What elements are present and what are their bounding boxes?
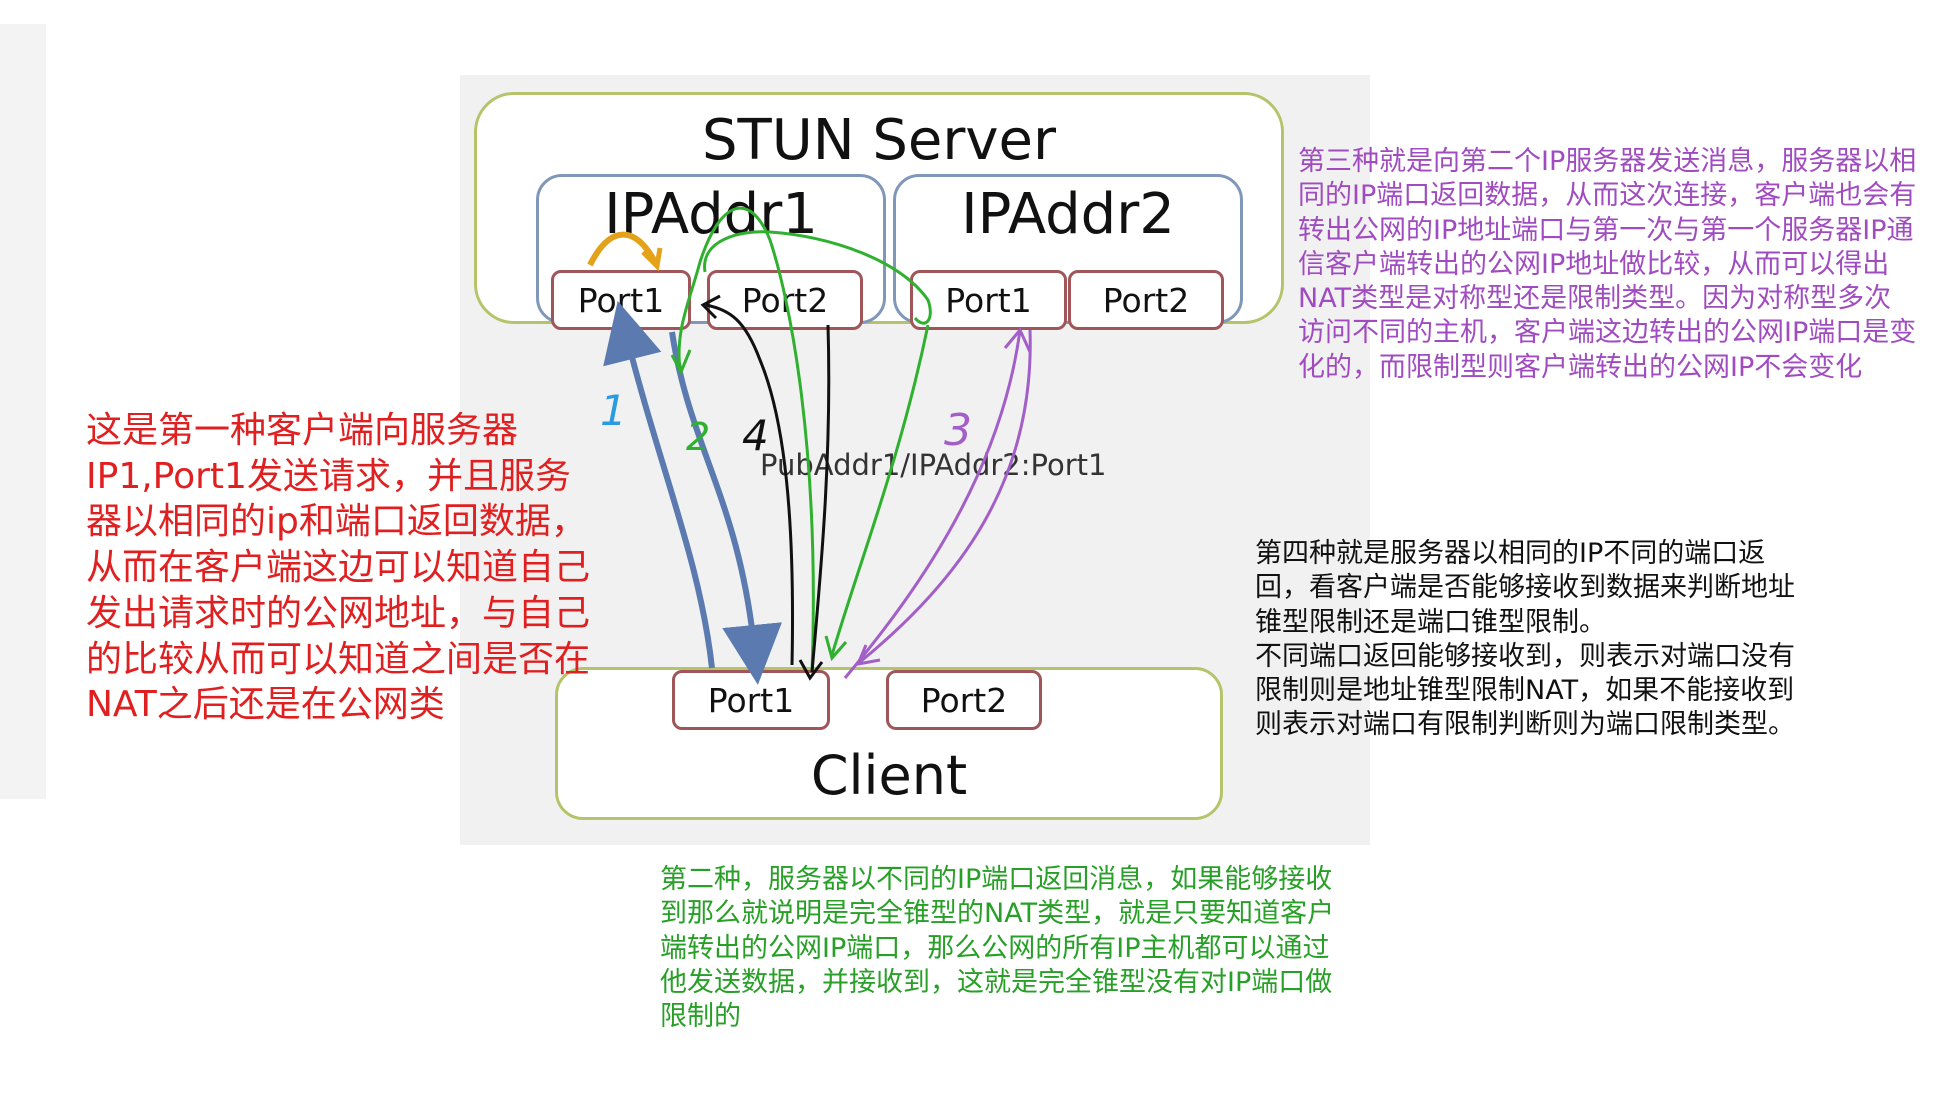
note-step1-red: 这是第一种客户端向服务器IP1,Port1发送请求，并且服务器以相同的ip和端口…	[86, 410, 591, 726]
step3-return-curve	[859, 329, 1032, 664]
step1-request-arrow	[603, 300, 715, 669]
ipaddr2-port1: Port1	[910, 270, 1067, 330]
left-edge-strip	[0, 24, 46, 799]
step-marker-3: 3	[944, 405, 972, 456]
step-marker-1: 1	[600, 386, 627, 435]
ipaddr2-title: IPAddr2	[961, 182, 1175, 247]
note-step2-green: 第二种，服务器以不同的IP端口返回消息，如果能够接收到那么就说明是完全锥型的NA…	[660, 864, 1335, 1033]
step4-request-curve	[705, 303, 795, 666]
step2-loop-curve	[703, 230, 932, 325]
note-step4-black: 第四种就是服务器以相同的IP不同的端口返回，看客户端是否能够接收到数据来判断地址…	[1255, 537, 1795, 743]
step3-arrowhead	[1003, 327, 1032, 353]
step-marker-2: 2	[686, 415, 710, 459]
public-address-label: PubAddr1/IPAddr2:Port1	[760, 448, 1107, 482]
note-step3-purple: 第三种就是向第二个IP服务器发送消息，服务器以相同的IP端口返回数据，从而这次连…	[1298, 146, 1917, 383]
step1-response-arrow	[669, 331, 782, 685]
step3-request-curve	[843, 329, 1022, 679]
client-port2: Port2	[886, 670, 1042, 730]
step3-return-arrowhead	[855, 644, 881, 666]
step2-request-curve	[677, 206, 815, 673]
step4-return-curve	[810, 324, 831, 673]
step4-return-arrowhead	[798, 659, 824, 681]
step4-arrowhead	[700, 294, 721, 320]
step-marker-4: 4	[742, 411, 769, 460]
client-title: Client	[810, 744, 968, 807]
client-port1: Port1	[672, 670, 830, 730]
port-loop-arrow	[587, 231, 658, 267]
note-step4-line1: 第四种就是服务器以相同的IP不同的端口返回，看客户端是否能够接收到数据来判断地址…	[1255, 538, 1795, 638]
stun-server-title: STUN Server	[701, 108, 1057, 173]
step2-arrowhead	[670, 349, 692, 376]
step2-return-curve	[830, 324, 930, 656]
note-step4-line2: 不同端口返回能够接收到，则表示对端口没有限制则是地址锥型限制NAT，如果不能接收…	[1255, 640, 1795, 741]
ipaddr2-port2: Port2	[1068, 270, 1224, 330]
step2-return-arrowhead	[824, 635, 848, 662]
port-loop-arrowhead	[641, 247, 663, 272]
